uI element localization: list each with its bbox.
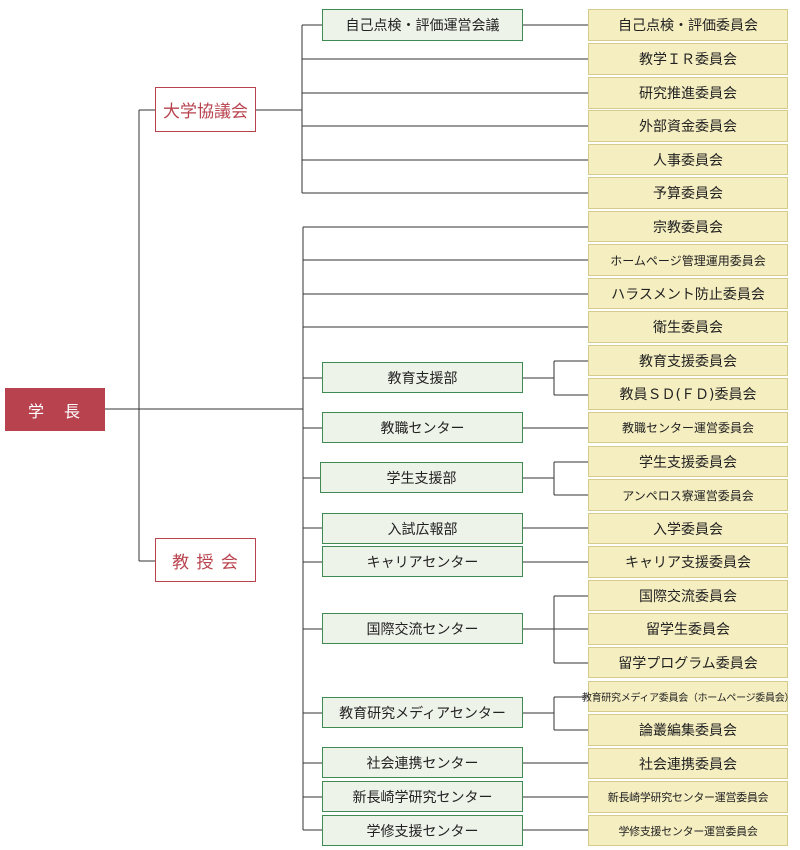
dept-education-research-media-center[interactable]: 教育研究メディアセンター	[322, 697, 523, 728]
committee-journal-editorial[interactable]: 論叢編集委員会	[588, 714, 788, 746]
committee-religion[interactable]: 宗教委員会	[588, 211, 788, 242]
committee-amperos-dorm[interactable]: アンペロス寮運営委員会	[588, 479, 788, 511]
dept-learning-support-center[interactable]: 学修支援センター	[322, 815, 523, 846]
dept-education-support[interactable]: 教育支援部	[322, 362, 523, 393]
committee-student-support[interactable]: 学生支援委員会	[588, 446, 788, 477]
dept-career-center[interactable]: キャリアセンター	[322, 546, 523, 577]
committee-harassment-prevention[interactable]: ハラスメント防止委員会	[588, 278, 788, 309]
dept-international-exchange-center[interactable]: 国際交流センター	[322, 613, 523, 644]
university-council-box[interactable]: 大学協議会	[155, 87, 256, 132]
committee-teacher-training-operations[interactable]: 教職センター運営委員会	[588, 412, 788, 443]
dept-community-partnership-center[interactable]: 社会連携センター	[322, 747, 523, 778]
committee-community-partnership[interactable]: 社会連携委員会	[588, 748, 788, 779]
committee-international-students[interactable]: 留学生委員会	[588, 613, 788, 645]
committee-international-exchange[interactable]: 国際交流委員会	[588, 580, 788, 611]
faculty-meeting-box[interactable]: 教 授 会	[155, 538, 256, 582]
committee-study-abroad-program[interactable]: 留学プログラム委員会	[588, 647, 788, 678]
committee-external-funding[interactable]: 外部資金委員会	[588, 110, 788, 142]
committee-health[interactable]: 衛生委員会	[588, 311, 788, 343]
president-box[interactable]: 学 長	[5, 388, 105, 431]
committee-ir[interactable]: 教学ＩＲ委員会	[588, 43, 788, 75]
committee-research-promotion[interactable]: 研究推進委員会	[588, 77, 788, 109]
dept-admissions-pr[interactable]: 入試広報部	[322, 513, 523, 544]
dept-new-nagasaki-studies-center[interactable]: 新長崎学研究センター	[322, 781, 523, 812]
committee-self-evaluation[interactable]: 自己点検・評価委員会	[588, 9, 788, 41]
committee-education-research-media[interactable]: 教育研究メディア委員会（ホームページ委員会）	[582, 681, 794, 712]
committee-budget[interactable]: 予算委員会	[588, 177, 788, 209]
dept-student-support[interactable]: 学生支援部	[320, 462, 523, 493]
committee-education-support[interactable]: 教育支援委員会	[588, 345, 788, 376]
committee-career-support[interactable]: キャリア支援委員会	[588, 546, 788, 578]
committee-faculty-sd-fd[interactable]: 教員ＳＤ(ＦＤ)委員会	[588, 378, 788, 410]
committee-admissions[interactable]: 入学委員会	[588, 513, 788, 544]
committee-new-nagasaki-studies-operations[interactable]: 新長崎学研究センター運営委員会	[588, 781, 788, 813]
committee-homepage-management[interactable]: ホームページ管理運用委員会	[588, 244, 788, 276]
dept-self-evaluation-meeting[interactable]: 自己点検・評価運営会議	[322, 9, 523, 41]
committee-learning-support-operations[interactable]: 学修支援センター運営委員会	[588, 815, 788, 846]
dept-teacher-training-center[interactable]: 教職センター	[322, 412, 523, 443]
committee-personnel[interactable]: 人事委員会	[588, 144, 788, 175]
